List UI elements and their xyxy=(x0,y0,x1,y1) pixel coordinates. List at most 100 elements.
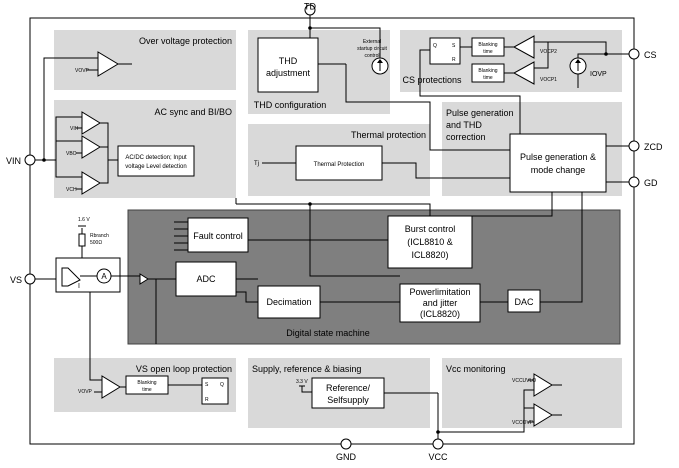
power-limitation-box xyxy=(399,283,481,323)
title-over-voltage: Over voltage protection xyxy=(139,36,232,46)
pin-gd xyxy=(628,176,640,188)
label-vocp1: VOCP1 xyxy=(540,77,557,83)
chip-outline xyxy=(29,17,635,445)
label-33v: 3.3 V xyxy=(296,379,308,385)
pin-zcd-label: ZCD xyxy=(644,142,663,152)
open-loop-comparator xyxy=(101,375,121,399)
acdc-detection-label-1: AC/DC detection; Input xyxy=(125,155,187,161)
wire xyxy=(100,160,109,184)
title-vs-open-loop: VS open loop protection xyxy=(136,364,232,374)
pin-vin-label: VIN xyxy=(6,156,21,166)
label-iovp: IOVP xyxy=(590,71,607,78)
flipflop-s-2: S xyxy=(205,382,209,388)
pin-td-label: TD xyxy=(304,1,316,11)
adc-label: ADC xyxy=(196,274,216,284)
arrow-icon xyxy=(575,59,581,63)
wire xyxy=(236,291,258,303)
wire xyxy=(534,41,607,54)
open-loop-flipflop xyxy=(201,377,229,405)
cs-comparator-ocp1 xyxy=(512,61,535,85)
vs-switch xyxy=(61,267,81,287)
ac-comparator-vch xyxy=(81,171,101,195)
burst-control-label-2: (ICL8810 & xyxy=(407,237,453,247)
vcc-uvlo-comparator xyxy=(533,373,553,397)
fault-control-label: Fault control xyxy=(193,231,243,241)
label-i: I xyxy=(78,283,80,290)
decimation-label: Decimation xyxy=(266,297,311,307)
pin-vin xyxy=(24,154,36,166)
wire xyxy=(345,64,510,151)
thd-adjustment-label-2: adjustment xyxy=(266,68,311,78)
label-vocp2: VOCP2 xyxy=(540,49,557,55)
power-limitation-label-1: Powerlimitation xyxy=(409,287,470,297)
flipflop-q: Q xyxy=(433,43,437,49)
power-limitation-label-2: and jitter xyxy=(423,298,458,308)
wire xyxy=(438,389,534,433)
wire xyxy=(43,57,98,160)
vs-buffer xyxy=(139,273,149,285)
title-pulse-gen-1: Pulse generation xyxy=(446,108,514,118)
pin-vs xyxy=(24,273,36,285)
external-startup-label-3: control xyxy=(364,53,379,59)
pin-td xyxy=(304,4,316,16)
cs-comparator-ocp2 xyxy=(512,35,535,59)
wire xyxy=(577,53,634,58)
ovp-comparator xyxy=(97,51,119,77)
label-500ohm: 500Ω xyxy=(90,240,102,246)
pulse-generation-label-2: mode change xyxy=(531,165,586,175)
wire xyxy=(309,12,381,58)
wire xyxy=(419,49,521,134)
junction xyxy=(42,158,46,162)
reference-label-2: Selfsupply xyxy=(327,395,369,405)
flipflop-r-2: R xyxy=(205,397,209,403)
blanking-label-2b: time xyxy=(483,75,493,81)
vcc-ovp-comparator xyxy=(533,403,553,427)
reference-label-1: Reference/ xyxy=(326,383,371,393)
acdc-detection-box xyxy=(117,145,195,177)
pin-gnd-label: GND xyxy=(336,452,357,462)
pin-gnd xyxy=(340,438,352,450)
thermal-protection-label: Thermal Protection xyxy=(314,162,365,168)
label-vovp-2: VOVP xyxy=(78,389,93,395)
label-vih: VIH xyxy=(70,126,79,132)
acdc-detection-label-2: voltage Level detection xyxy=(125,164,186,170)
wire xyxy=(540,192,583,303)
wire xyxy=(534,42,549,69)
power-limitation-label-3: (ICL8820) xyxy=(420,309,460,319)
title-supply-ref: Supply, reference & biasing xyxy=(252,364,361,374)
wire xyxy=(301,386,312,393)
label-rbranch: Rbranch xyxy=(90,233,109,239)
pin-vcc xyxy=(432,438,444,450)
burst-control-label-1: Burst control xyxy=(405,224,456,234)
external-startup-label-2: startup circuit xyxy=(357,46,387,52)
adc-box xyxy=(175,261,237,297)
thd-adjustment-box xyxy=(257,37,319,93)
pulse-generation-label-1: Pulse generation & xyxy=(520,152,596,162)
arrow-icon xyxy=(377,59,383,63)
thermal-protection-box xyxy=(295,145,383,181)
title-ac-sync: AC sync and BI/BO xyxy=(154,107,232,117)
blanking-label-1a: Blanking xyxy=(478,42,497,48)
label-tj: Tj xyxy=(254,161,259,167)
title-vcc-monitoring: Vcc monitoring xyxy=(446,364,506,374)
label-vbo: VBO xyxy=(66,151,77,157)
blanking-label-1b: time xyxy=(483,49,493,55)
label-vccovp: VCCOVP xyxy=(512,420,534,426)
junction xyxy=(308,26,312,30)
pin-vcc-label: VCC xyxy=(428,452,448,462)
cs-flipflop xyxy=(429,37,461,65)
ac-comparator-vih xyxy=(81,111,101,135)
pin-vs-label: VS xyxy=(10,275,22,285)
pin-cs-label: CS xyxy=(644,50,657,60)
title-thermal: Thermal protection xyxy=(351,130,426,140)
wire xyxy=(55,160,82,178)
junction xyxy=(436,430,440,434)
ac-comparator-vbo xyxy=(81,135,101,159)
junction xyxy=(604,52,608,56)
title-pulse-gen-2: and THD xyxy=(446,120,482,130)
blanking-label-3a: Blanking xyxy=(137,380,156,386)
label-vovp: VOVP xyxy=(75,68,90,74)
label-vch: VCH xyxy=(66,187,77,193)
pin-zcd xyxy=(628,140,640,152)
label-16v: 1.6 V xyxy=(78,217,90,223)
